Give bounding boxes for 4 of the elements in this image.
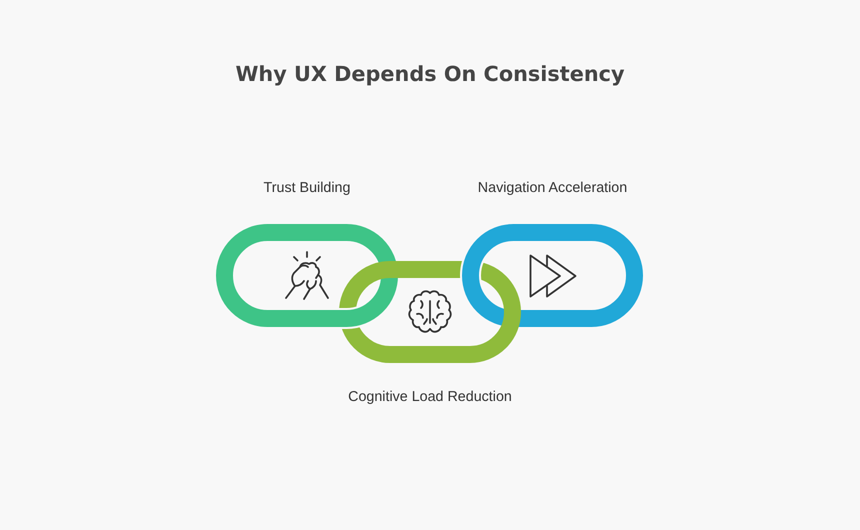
- link-label: Navigation Acceleration: [478, 180, 628, 197]
- title: Why UX Depends On Consistency: [235, 61, 625, 87]
- link-label: Trust Building: [264, 180, 350, 197]
- link-label: Cognitive Load Reduction: [348, 389, 512, 406]
